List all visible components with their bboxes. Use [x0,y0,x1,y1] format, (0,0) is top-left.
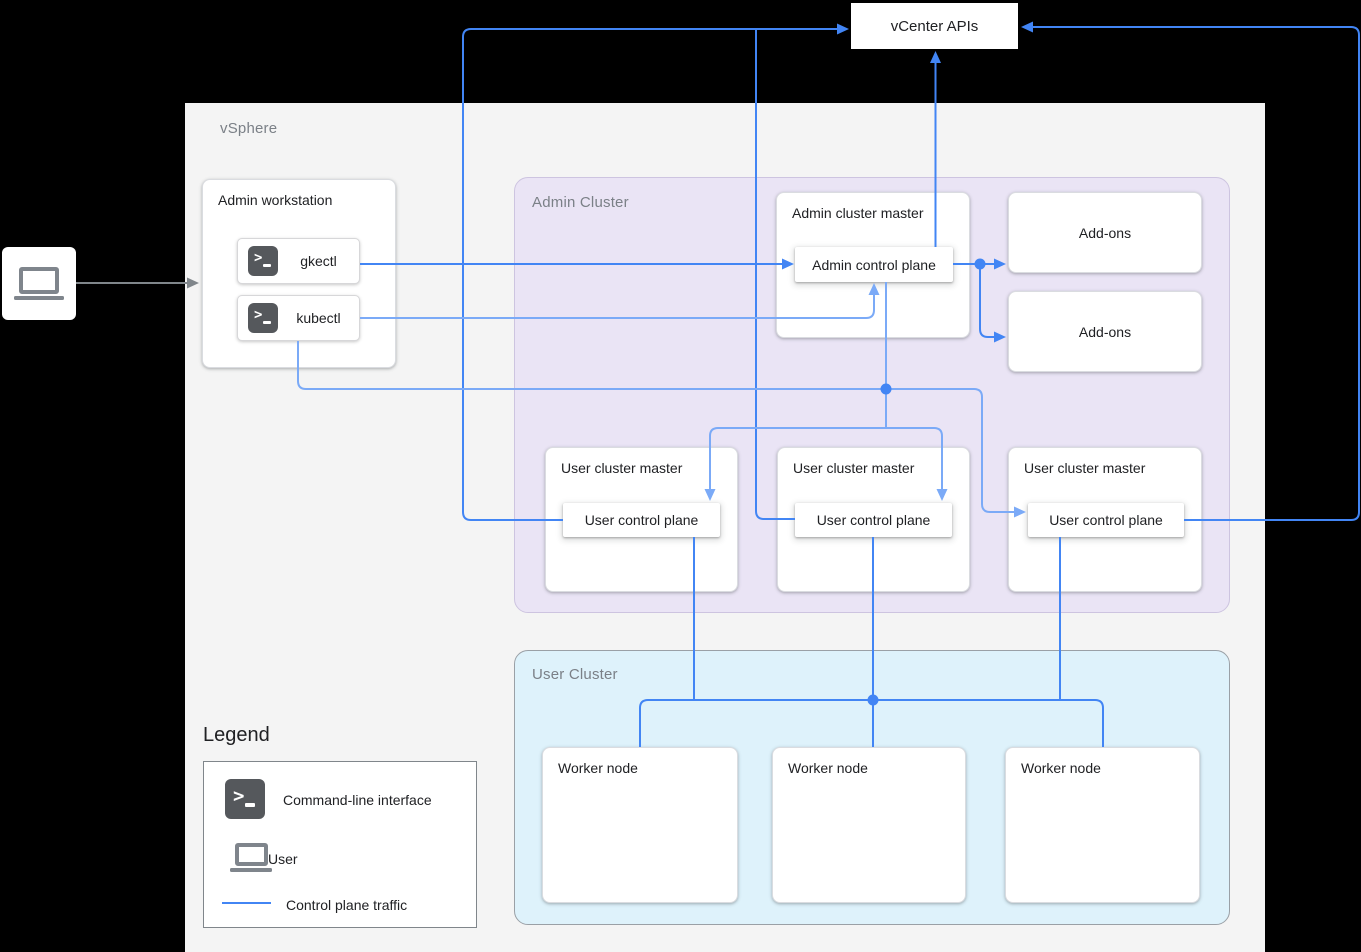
worker-node-label: Worker node [1021,760,1101,776]
user-control-plane-box-3: User control plane [1028,503,1184,537]
addons-box-2: Add-ons [1008,291,1202,372]
terminal-icon: > [225,779,265,819]
worker-node-box-1: Worker node [542,747,738,903]
user-node [2,247,76,320]
terminal-icon: > [248,246,278,276]
admin-cluster-master-label: Admin cluster master [792,205,924,221]
admin-workstation-label: Admin workstation [218,192,333,208]
worker-node-box-2: Worker node [772,747,966,903]
worker-node-label: Worker node [558,760,638,776]
admin-control-plane-box: Admin control plane [795,247,953,282]
addons-label: Add-ons [1078,224,1132,241]
gkectl-box: > gkectl [237,238,360,284]
legend-box: > Command-line interface User Control pl… [203,761,477,928]
user-control-plane-label: User control plane [584,512,699,528]
admin-workstation-box: Admin workstation > gkectl > kubectl [202,179,396,368]
user-cluster-master-label: User cluster master [793,460,915,476]
worker-node-box-3: Worker node [1005,747,1200,903]
kubectl-box: > kubectl [237,295,360,341]
kubectl-label: kubectl [296,310,341,326]
laptop-icon [230,843,272,872]
admin-control-plane-label: Admin control plane [812,256,936,273]
legend-item-label: Command-line interface [283,792,432,808]
arrowhead-into-vcenter-right [1021,21,1033,33]
addons-label: Add-ons [1078,323,1132,340]
addons-box-1: Add-ons [1008,192,1202,273]
vcenter-apis-box: vCenter APIs [851,3,1018,49]
user-control-plane-box-2: User control plane [795,503,952,537]
legend-item-label: Control plane traffic [286,897,408,913]
terminal-icon: > [248,303,278,333]
legend-item-label: User [268,851,298,867]
admin-cluster-panel-label: Admin Cluster [532,194,629,211]
arrowhead-into-vcenter-bottom [930,51,941,63]
worker-node-label: Worker node [788,760,868,776]
gkectl-label: gkectl [300,253,337,269]
legend-title: Legend [203,724,270,746]
user-control-plane-box-1: User control plane [563,503,720,537]
vsphere-panel-label: vSphere [220,120,278,137]
vcenter-apis-label: vCenter APIs [890,17,979,35]
user-cluster-panel-label: User Cluster [532,666,618,683]
user-control-plane-label: User control plane [816,512,931,528]
arrowhead-into-vcenter-left [837,23,849,35]
user-cluster-master-label: User cluster master [1024,460,1146,476]
user-cluster-master-label: User cluster master [561,460,683,476]
user-control-plane-label: User control plane [1049,512,1163,528]
laptop-icon [14,266,64,301]
